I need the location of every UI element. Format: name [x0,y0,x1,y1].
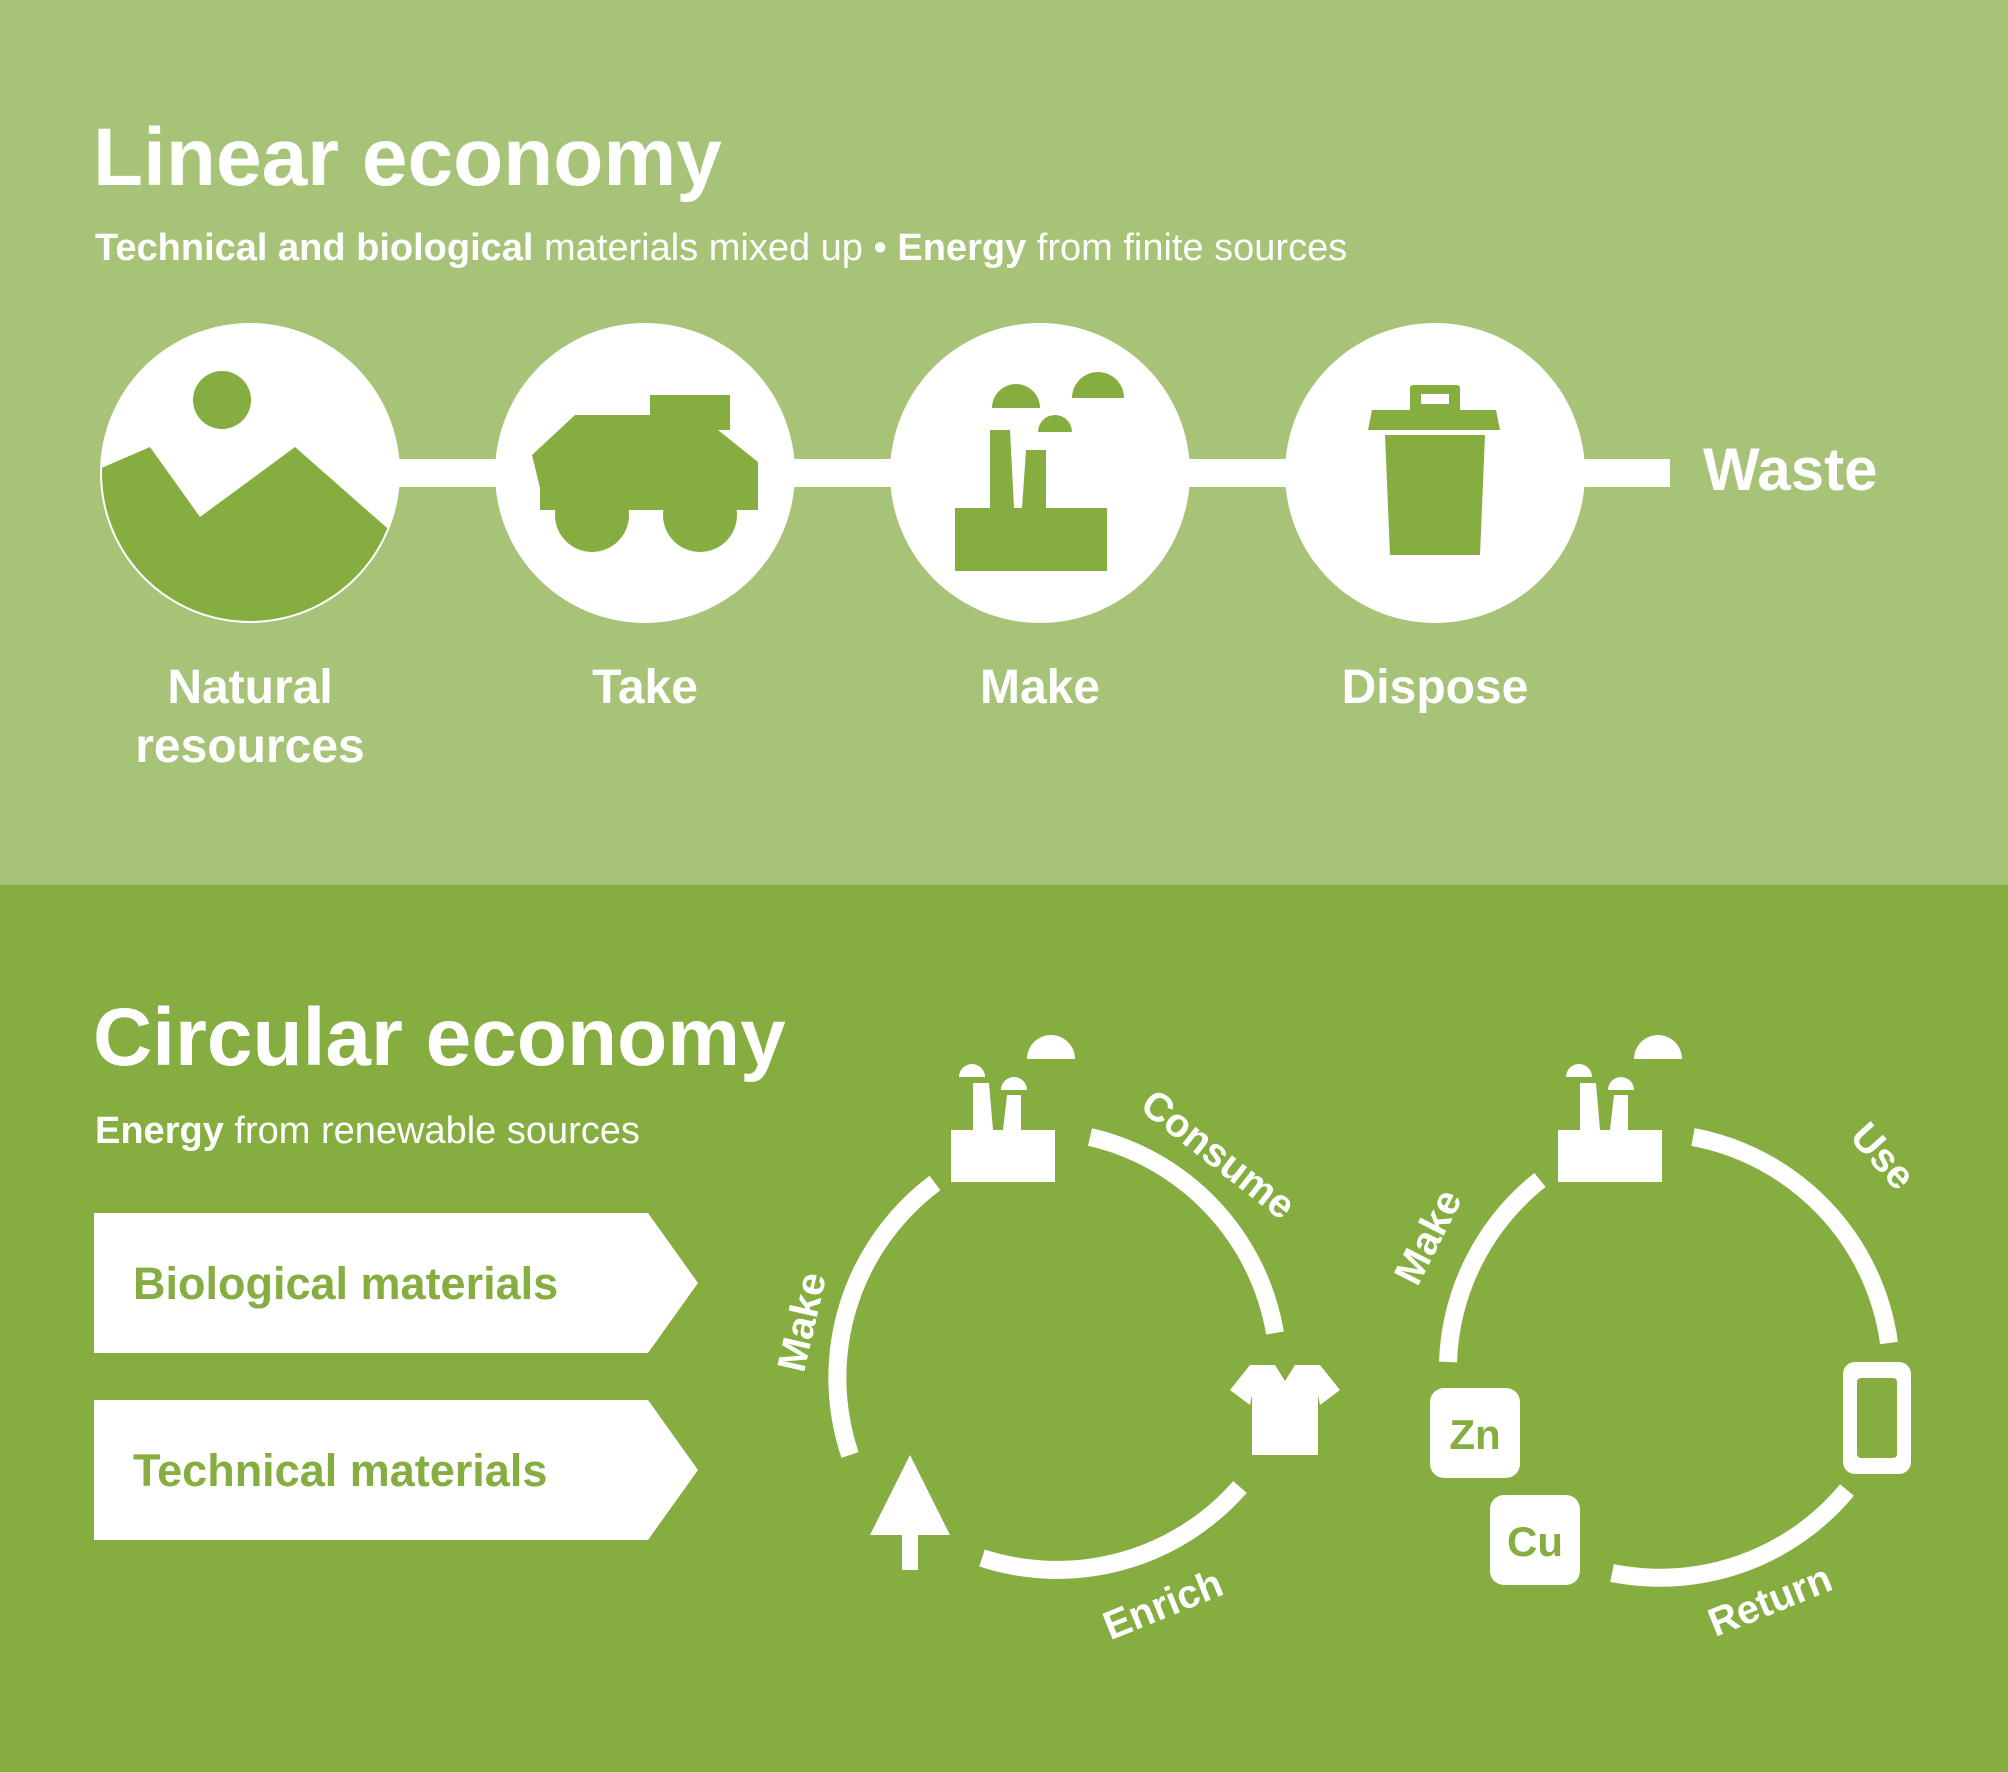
tech-arc-make [1439,1172,1546,1363]
factory-icon [955,372,1124,571]
circular-subtitle-bold: Energy [95,1110,224,1152]
step-label-natural-line1: Natural [167,661,332,714]
bio-arc-consume [1087,1128,1284,1335]
tech-arc-use [1691,1128,1898,1345]
step-label-natural-line2: resources [135,720,364,773]
element-cu: Cu [1490,1495,1580,1585]
linear-step-take [495,323,795,623]
linear-step-make [890,323,1190,623]
linear-subtitle-text2: from finite sources [1026,227,1347,269]
trash-bin-icon [1368,385,1500,555]
dump-truck-icon [532,395,758,552]
element-zn-label: Zn [1449,1411,1500,1458]
step-label-make: Make [980,661,1100,714]
element-zn: Zn [1430,1388,1520,1478]
tech-arc-return [1610,1484,1854,1587]
sprout-arrow-icon [870,1455,950,1570]
tag-technical: Technical materials [94,1400,698,1540]
tag-biological-label: Biological materials [133,1258,558,1309]
tag-technical-label: Technical materials [133,1445,547,1496]
step-label-dispose: Dispose [1342,661,1529,714]
circular-title: Circular economy [93,992,786,1083]
linear-subtitle: Technical and biological materials mixed… [95,227,1347,269]
bio-arc-make [828,1175,941,1458]
tshirt-icon [1230,1365,1340,1455]
linear-step-dispose [1285,323,1585,623]
linear-subtitle-bold2: Energy [897,227,1026,269]
waste-label: Waste [1703,436,1878,503]
step-label-take: Take [592,661,698,714]
circular-subtitle: Energy from renewable sources [95,1110,640,1152]
tag-biological: Biological materials [94,1213,698,1353]
element-cu-label: Cu [1507,1518,1563,1565]
bio-arc-enrich [979,1481,1247,1579]
circular-subtitle-text: from renewable sources [224,1110,640,1152]
phone-icon [1843,1362,1911,1474]
linear-subtitle-text1: materials mixed up • [533,227,897,269]
linear-subtitle-bold1: Technical and biological [95,227,533,269]
linear-title: Linear economy [93,112,722,203]
